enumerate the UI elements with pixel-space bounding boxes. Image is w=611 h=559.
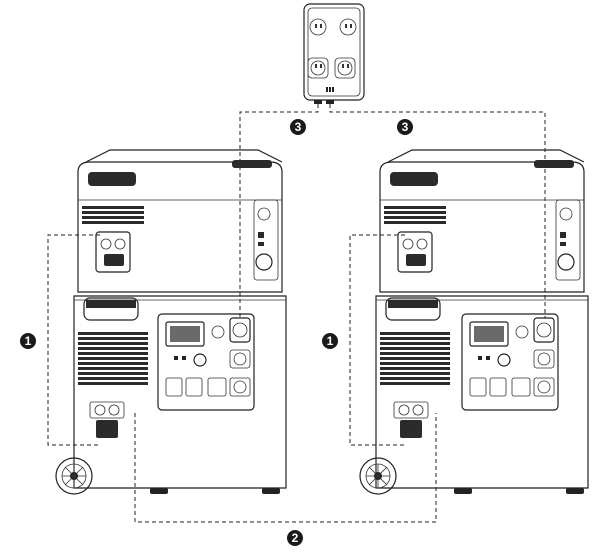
wheel-icon — [55, 457, 93, 495]
svg-text:3: 3 — [295, 120, 302, 134]
callout-badge-1-right: 1 — [322, 333, 338, 349]
outlet-icon — [339, 18, 357, 36]
power-station-unit — [359, 295, 589, 495]
left-stack — [55, 149, 287, 495]
outlet-icon — [334, 57, 356, 79]
expansion-battery-unit — [77, 149, 283, 293]
power-station-unit — [55, 295, 287, 495]
callout-badge-3-right: 3 — [397, 119, 413, 135]
svg-text:3: 3 — [402, 120, 409, 134]
svg-text:1: 1 — [327, 334, 334, 348]
right-stack — [359, 149, 589, 495]
wheel-icon — [359, 457, 397, 495]
svg-text:1: 1 — [25, 334, 32, 348]
callout-badge-1-left: 1 — [20, 333, 36, 349]
callout-badge-2: 2 — [287, 530, 303, 546]
callout-badge-3-left: 3 — [290, 119, 306, 135]
transfer-switch-box — [303, 3, 365, 104]
connection-lines — [47, 104, 546, 523]
outlet-icon — [309, 18, 327, 36]
expansion-battery-unit — [379, 149, 585, 293]
svg-text:2: 2 — [292, 531, 299, 545]
outlet-icon — [307, 57, 329, 79]
